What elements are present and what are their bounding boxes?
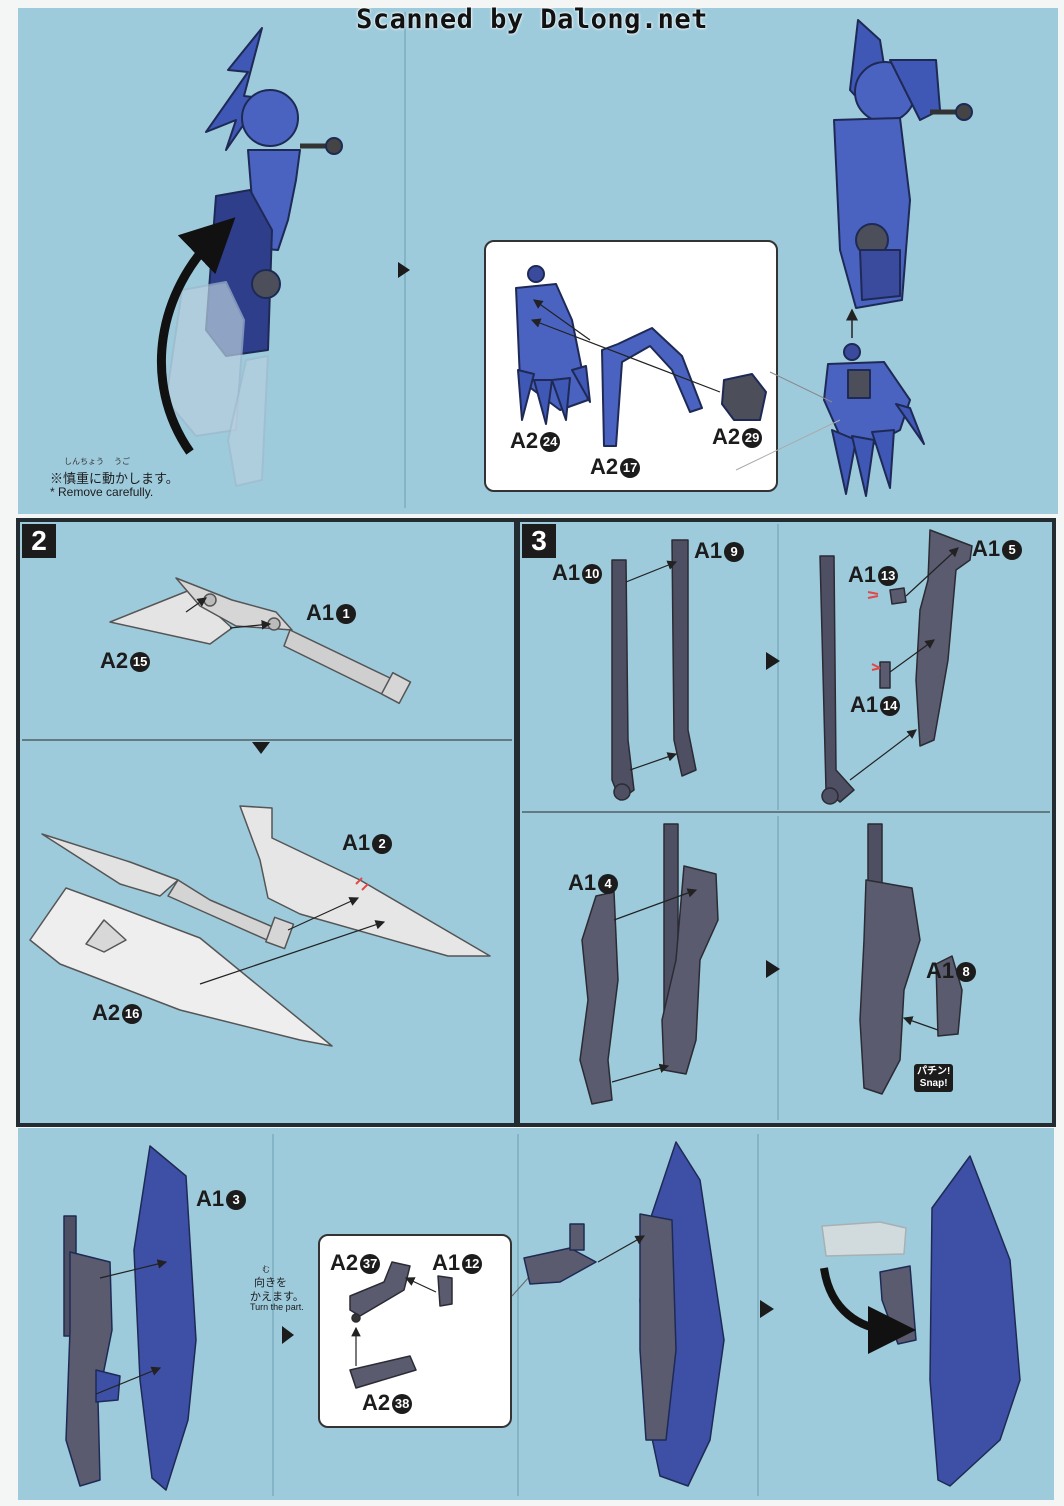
step-number-2: 2 (22, 524, 56, 558)
rifle-body-a (879, 529, 973, 747)
caution-ruby: うご (114, 457, 130, 466)
turn-text-jp: かえます。 (250, 1291, 304, 1303)
caution-text-en: * Remove carefully. (50, 485, 154, 499)
hand-parts (515, 265, 767, 447)
turn-ruby: む (262, 1265, 270, 1274)
missile-parts-b (29, 805, 491, 1047)
arm-after (833, 19, 973, 309)
caution-ruby: しんちょう (64, 457, 104, 466)
hinge-parts (349, 1261, 453, 1389)
step-number-3: 3 (522, 524, 556, 558)
turn-text-en: Turn the part. (250, 1302, 304, 1312)
rifle-body-b (579, 823, 719, 1105)
missile-parts-a (109, 577, 412, 705)
snap-callout: パチン!Snap! (914, 1064, 954, 1092)
rotate-arrow (156, 217, 236, 455)
next-step-arrow (252, 262, 780, 1344)
turn-text-jp: 向きを (254, 1277, 287, 1289)
shield-assembly-b (523, 1141, 725, 1487)
scan-watermark: Scanned by Dalong.net (356, 4, 708, 35)
rotate-arrow (820, 1267, 916, 1354)
shield-assembly-a (63, 1145, 197, 1491)
assembled-hand (823, 343, 925, 497)
rifle-assembled (859, 823, 963, 1095)
rifle-barrels (611, 539, 855, 805)
caution-text-jp: ※慎重に動かします。 (50, 471, 179, 486)
shield-assembly-final (821, 1155, 1021, 1487)
